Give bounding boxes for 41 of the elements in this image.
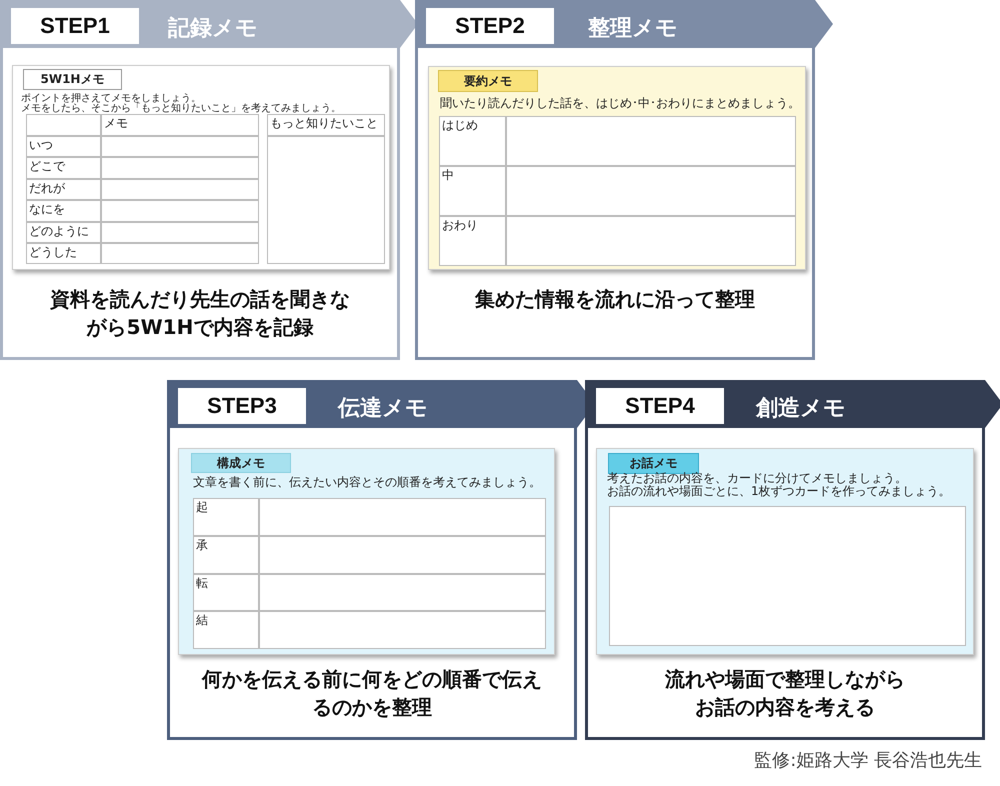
table-cell-label: 起 xyxy=(193,498,259,536)
table-cell-label: 転 xyxy=(193,574,259,612)
memo-tag: 5W1Hメモ xyxy=(23,69,122,90)
instruction-text: ポイントを押さえてメモをしましょう。 xyxy=(21,93,201,104)
table-cell-label: 結 xyxy=(193,611,259,649)
memo-sheet xyxy=(596,448,974,655)
table-cell-label: なにを xyxy=(26,200,101,222)
table-cell-label: もっと知りたいこと xyxy=(267,114,385,136)
table-cell-label: どのように xyxy=(26,222,101,243)
step-label: STEP4 xyxy=(596,388,724,424)
panel-title: 記録メモ xyxy=(168,15,258,43)
instruction-text: 文章を書く前に、伝えたい内容とその順番を考えてみましょう。 xyxy=(193,476,541,490)
memo-sheet xyxy=(178,448,555,655)
table-cell-label: だれが xyxy=(26,178,101,200)
step-description: 集めた情報を流れに沿って整理 xyxy=(474,286,756,313)
memo-sheet xyxy=(12,65,390,270)
table-cell-label: どうした xyxy=(26,243,101,264)
instruction-text: 考えたお話の内容を、カードに分けてメモしましょう。 xyxy=(607,472,907,485)
memo-tag: 構成メモ xyxy=(191,453,291,473)
step-description: 流れや場面で整理しながらお話の内容を考える xyxy=(665,666,905,721)
table-cell-label: 中 xyxy=(439,166,506,216)
step-label: STEP2 xyxy=(426,8,554,44)
step-description: 資料を読んだり先生の話を聞きながら5W1Hで内容を記録 xyxy=(50,286,350,341)
memo-sheet xyxy=(428,66,806,270)
table-cell-label: はじめ xyxy=(439,116,506,166)
credit-text: 監修:姫路大学 長谷浩也先生 xyxy=(754,749,982,772)
table-cell-label: 承 xyxy=(193,536,259,574)
instruction-text: メモをしたら、そこから「もっと知りたいこと」を考えてみましょう。 xyxy=(21,103,341,114)
step-description: 何かを伝える前に何をどの順番で伝えるのかを整理 xyxy=(202,666,542,721)
table-cell-label: おわり xyxy=(439,216,506,266)
table-cell-label: メモ xyxy=(101,114,259,136)
panel-title: 創造メモ xyxy=(756,395,846,423)
instruction-text: 聞いたり読んだりした話を、はじめ･中･おわりにまとめましょう。 xyxy=(440,97,800,110)
memo-tag: 要約メモ xyxy=(438,70,538,92)
step-label: STEP3 xyxy=(178,388,306,424)
panel-title: 伝達メモ xyxy=(338,395,428,423)
step-label: STEP1 xyxy=(11,8,139,44)
instruction-text: お話の流れや場面ごとに、1枚ずつカードを作ってみましょう。 xyxy=(607,485,951,498)
table-cell-label: どこで xyxy=(26,157,101,179)
panel-title: 整理メモ xyxy=(588,15,678,43)
table-cell-label: いつ xyxy=(26,136,101,158)
